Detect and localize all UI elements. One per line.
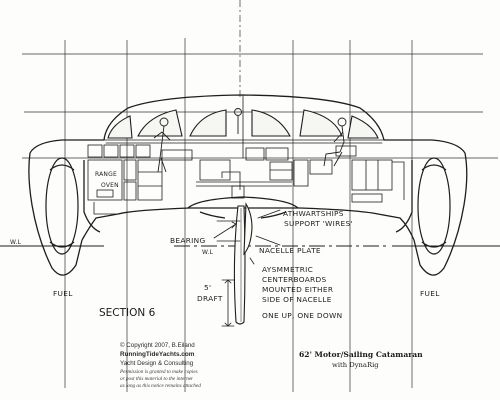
cabin-windows	[107, 109, 379, 139]
saloon-furniture	[161, 145, 405, 203]
centerboards-label-1: AYSMMETRIC	[262, 265, 313, 274]
centerboards-label-2: CENTERBOARDS	[262, 275, 326, 284]
waterline-center-label: W.L	[202, 249, 214, 256]
draft-label: DRAFT	[197, 294, 223, 303]
copyright-note-3: as long as this notice remains attached	[120, 383, 201, 389]
fuel-left-label: FUEL	[53, 289, 73, 298]
copyright-line-1: © Copyright 2007, B.Eiland	[120, 342, 195, 349]
figure-right-seated	[323, 117, 347, 167]
drawing-subtitle: with DynaRig	[332, 361, 379, 369]
drawing-title: 62' Motor/Sailing Catamaran	[299, 350, 423, 359]
copyright-line-3: Yacht Design & Consulting	[120, 360, 194, 367]
one-up-one-down-label: ONE UP, ONE DOWN	[262, 311, 342, 320]
galley-cabinets	[87, 144, 163, 215]
left-hull-tank	[45, 157, 79, 255]
window-frames	[103, 95, 385, 159]
figure-center-small	[234, 108, 242, 134]
copyright-line-2: RunningTideYachts.com	[120, 351, 195, 358]
nacelle-plate-label: NACELLE PLATE	[259, 246, 321, 255]
copyright-note-2: or post this material to the internet	[120, 376, 193, 382]
construction-lines	[22, 0, 498, 392]
right-hull-tank	[417, 157, 451, 255]
centerboards-label-3: MOUNTED EITHER	[262, 285, 333, 294]
waterline-left-label: W.L	[10, 239, 22, 246]
centerboards-label-4: SIDE OF NACELLE	[262, 295, 332, 304]
copyright-note-1: Permission is granted to make copies	[119, 369, 198, 375]
figure-left-standing	[153, 117, 171, 173]
section-label: SECTION 6	[99, 307, 156, 319]
centerboards	[233, 202, 253, 325]
fuel-right-label: FUEL	[420, 289, 440, 298]
athwartships-label-1: ATHWARTSHIPS	[283, 209, 344, 218]
oven-label: OVEN	[101, 182, 119, 189]
leader-lines	[213, 209, 281, 327]
range-label: RANGE	[95, 171, 117, 178]
athwartships-label-2: SUPPORT 'WIRES'	[284, 219, 353, 228]
draft-value: 5'	[204, 283, 211, 292]
bearing-label: BEARING	[170, 236, 205, 245]
